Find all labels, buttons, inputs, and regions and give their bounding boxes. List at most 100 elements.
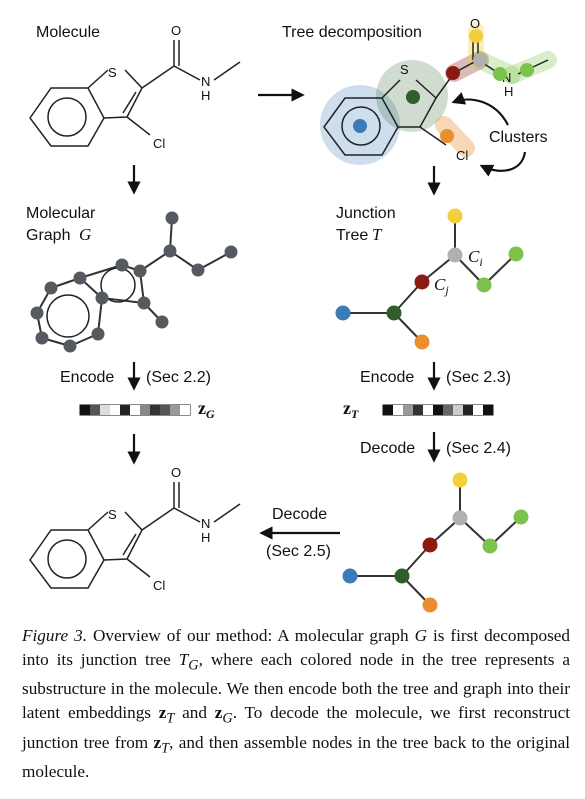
latent-cell bbox=[433, 405, 443, 415]
clusters-label: Clusters bbox=[489, 129, 548, 146]
caption-zt-sub: T bbox=[166, 710, 175, 727]
latent-cell bbox=[110, 405, 120, 415]
tree-node-blue bbox=[342, 568, 358, 584]
caption-text-4: and bbox=[174, 703, 215, 723]
graph-node bbox=[191, 263, 205, 277]
graph-node bbox=[44, 281, 58, 295]
latent-zg-label: zG bbox=[198, 398, 215, 421]
cluster-ci-label: Ci bbox=[468, 247, 483, 269]
cluster-node-orange bbox=[440, 129, 454, 143]
caption-figure-label: Figure 3. bbox=[22, 626, 88, 645]
caption-zt2-sub: T bbox=[161, 740, 170, 757]
graph-node bbox=[137, 296, 151, 310]
out-atom-hydrogen: H bbox=[201, 530, 210, 545]
tree-node-light-green-2 bbox=[513, 509, 529, 525]
tree-node-dark-red bbox=[414, 274, 430, 290]
latent-vector-tree bbox=[382, 404, 494, 416]
caption-text-3: , where each colored node in the tree re… bbox=[22, 650, 570, 723]
graph-node bbox=[133, 264, 147, 278]
graph-node bbox=[91, 327, 105, 341]
method-overview-figure: Molecule S O N H Cl Tree decomposition bbox=[26, 16, 557, 613]
molecule-bottom: S O N H Cl bbox=[29, 465, 241, 593]
out-atom-chlorine: Cl bbox=[153, 578, 165, 593]
graph-node bbox=[63, 339, 77, 353]
atom-nitrogen: N bbox=[201, 74, 210, 89]
decode-molecule-section: (Sec 2.5) bbox=[266, 543, 331, 560]
caption-tg: T bbox=[178, 650, 189, 669]
latent-cell bbox=[453, 405, 463, 415]
tree-atom-oxygen: O bbox=[470, 16, 480, 31]
molecular-graph-label-line1: Molecular bbox=[26, 205, 96, 222]
latent-cell bbox=[100, 405, 110, 415]
latent-cell bbox=[130, 405, 140, 415]
tree-node-dark-green bbox=[394, 568, 410, 584]
graph-node bbox=[30, 306, 44, 320]
caption-g: G bbox=[414, 626, 427, 645]
cluster-halo-chlorine bbox=[435, 116, 475, 157]
atom-chlorine: Cl bbox=[153, 136, 165, 151]
latent-cell bbox=[150, 405, 160, 415]
caption-text-2: is first decomposed into its junction tr… bbox=[22, 626, 570, 669]
clusters-arrow-up bbox=[451, 92, 509, 126]
latent-cell bbox=[413, 405, 423, 415]
decoded-junction-tree bbox=[342, 472, 529, 613]
latent-cell bbox=[90, 405, 100, 415]
graph-edge bbox=[79, 264, 123, 279]
cluster-node-light-green-2 bbox=[520, 63, 534, 77]
latent-cell bbox=[80, 405, 90, 415]
out-atom-nitrogen: N bbox=[201, 516, 210, 531]
graph-node bbox=[115, 258, 129, 272]
latent-cell bbox=[170, 405, 180, 415]
tree-node-dark-red bbox=[422, 537, 438, 553]
graph-node bbox=[35, 331, 49, 345]
tree-decomposition: Tree decomposition S O N H Cl Cluste bbox=[282, 16, 557, 177]
cluster-node-yellow bbox=[469, 29, 483, 43]
tree-node-light-green-1 bbox=[476, 277, 492, 293]
cluster-node-dark-green bbox=[406, 90, 420, 104]
molecular-graph-label-line2: Graph bbox=[26, 227, 70, 244]
tree-node-yellow bbox=[447, 208, 463, 224]
graph-node bbox=[95, 291, 109, 305]
tree-atom-sulfur: S bbox=[400, 62, 409, 77]
atom-sulfur: S bbox=[108, 65, 117, 80]
molecular-graph: Molecular Graph G bbox=[26, 205, 238, 353]
cluster-node-grey bbox=[473, 53, 487, 67]
cluster-cj-label: Cj bbox=[434, 275, 449, 297]
decode-molecule-label: Decode bbox=[272, 506, 327, 523]
cluster-node-light-green-1 bbox=[493, 67, 507, 81]
caption-zg-sub: G bbox=[222, 710, 233, 727]
graph-node bbox=[155, 315, 169, 329]
graph-node bbox=[73, 271, 87, 285]
encode-graph-label: Encode bbox=[60, 369, 114, 386]
tree-atom-nitrogen: N bbox=[502, 70, 511, 85]
caption-text-6: , and then assemble nodes in the tree ba… bbox=[22, 732, 570, 782]
latent-cell bbox=[383, 405, 393, 415]
latent-cell bbox=[473, 405, 483, 415]
decode-tree-section: (Sec 2.4) bbox=[446, 440, 511, 457]
latent-cell bbox=[423, 405, 433, 415]
junction-tree-label-line1: Junction bbox=[336, 205, 396, 222]
tree-node-light-green-2 bbox=[508, 246, 524, 262]
molecule-label: Molecule bbox=[36, 24, 100, 41]
caption-zt2: z bbox=[153, 732, 162, 752]
latent-cell bbox=[160, 405, 170, 415]
latent-vector-graph bbox=[79, 404, 191, 416]
cluster-node-dark-red bbox=[446, 66, 460, 80]
latent-cell bbox=[403, 405, 413, 415]
latent-cell bbox=[443, 405, 453, 415]
clusters-arrow-down bbox=[479, 151, 527, 177]
latent-zt-label: zT bbox=[343, 398, 359, 421]
caption-tg-sub: G bbox=[188, 657, 199, 674]
tree-decomposition-label: Tree decomposition bbox=[282, 24, 422, 41]
tree-node-dark-green bbox=[386, 305, 402, 321]
tree-atom-chlorine: Cl bbox=[456, 148, 468, 163]
latent-cell bbox=[483, 405, 493, 415]
figure-caption: Figure 3. Overview of our method: A mole… bbox=[22, 624, 570, 784]
tree-node-orange bbox=[422, 597, 438, 613]
tree-node-light-green-1 bbox=[482, 538, 498, 554]
caption-zt: z bbox=[158, 703, 167, 723]
latent-cell bbox=[463, 405, 473, 415]
encode-tree-label: Encode bbox=[360, 369, 414, 386]
encode-tree-section: (Sec 2.3) bbox=[446, 369, 511, 386]
cluster-node-blue bbox=[353, 119, 367, 133]
